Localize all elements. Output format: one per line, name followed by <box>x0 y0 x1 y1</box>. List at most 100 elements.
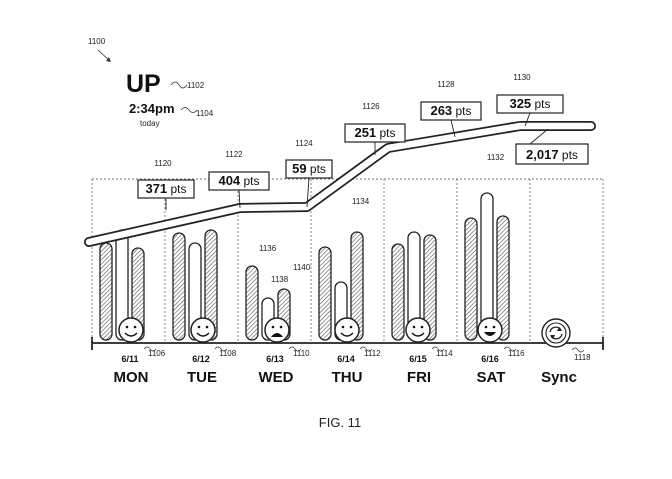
day-ref-leader <box>143 346 157 352</box>
callout-ref: 1126 <box>362 102 380 111</box>
day-ref-label: 1108 <box>219 349 237 358</box>
face-mouth <box>271 333 283 337</box>
face-eye <box>484 325 488 329</box>
day-date-label: 6/13 <box>266 354 284 364</box>
face-mouth <box>484 332 496 336</box>
callout-box <box>496 94 564 114</box>
day-name-label: WED <box>259 369 294 386</box>
callout-ref: 1128 <box>437 80 455 89</box>
sync-button[interactable]: Sync 1118 <box>541 318 591 386</box>
callout-points: 371 pts <box>145 181 186 196</box>
face-outline <box>405 317 431 343</box>
callout-pointer <box>238 189 241 209</box>
callout-ref: 1122 <box>225 150 243 159</box>
activity-bar <box>188 242 202 341</box>
callout-box <box>137 179 195 199</box>
day-name-label: MON <box>114 369 149 386</box>
face-eye <box>197 325 201 329</box>
day-name-label: THU <box>332 369 363 386</box>
sync-arrowhead <box>557 327 562 331</box>
time-subtitle: today <box>140 119 160 128</box>
total-points-callout: 2,017 pts 1132 <box>487 128 589 165</box>
points-callout: 59 pts 1124 <box>285 139 333 208</box>
face-mouth <box>411 332 425 337</box>
face-eye <box>492 325 496 329</box>
callout-box <box>285 159 333 179</box>
time-leader <box>180 107 198 113</box>
callout-points: 59 pts <box>292 161 326 176</box>
day-ref-label: 1106 <box>148 349 166 358</box>
mood-face-icon <box>405 317 431 343</box>
callout-box <box>420 101 482 121</box>
mood-face-icon <box>118 317 144 343</box>
activity-bar <box>172 232 186 341</box>
callout-points: 263 pts <box>430 103 471 118</box>
day-date-label: 6/14 <box>337 354 355 364</box>
face-eye <box>420 325 424 329</box>
total-box <box>515 143 589 165</box>
sync-arrowhead <box>550 335 555 339</box>
sync-icon[interactable] <box>541 318 571 348</box>
day-date-label: 6/12 <box>192 354 210 364</box>
mood-face-icon <box>190 317 216 343</box>
figure-ref-arrowhead <box>106 57 111 62</box>
face-eye <box>349 325 353 329</box>
activity-bar <box>464 217 478 341</box>
activity-bar <box>245 265 259 341</box>
callout-ref: 1130 <box>513 73 531 82</box>
chart-frame <box>91 178 604 350</box>
face-eye <box>341 325 345 329</box>
day-name-label: TUE <box>187 369 217 386</box>
face-mouth <box>124 332 138 337</box>
face-eye <box>133 325 137 329</box>
activity-bar <box>423 234 437 341</box>
day-name-label: FRI <box>407 369 431 386</box>
points-callout: 325 pts 1130 <box>496 73 564 127</box>
callout-ref: 1124 <box>295 139 313 148</box>
face-eye <box>271 325 275 329</box>
callout-box <box>344 123 406 143</box>
day-ref-leader <box>288 346 302 352</box>
callout-pointer <box>450 119 456 138</box>
sync-ref-leader <box>571 347 585 353</box>
figure-ref: 1100 <box>88 37 106 46</box>
face-outline <box>190 317 216 343</box>
total-points: 2,017 pts <box>526 147 578 162</box>
activity-bar <box>496 215 510 341</box>
day-labels: 6/11MON11066/12TUE11086/13WED11106/14THU… <box>114 346 525 386</box>
day-date-label: 6/16 <box>481 354 499 364</box>
callout-pointer <box>524 112 531 127</box>
trend-line-ref: 1134 <box>352 197 370 206</box>
sync-ref: 1118 <box>574 353 591 362</box>
callout-points: 251 pts <box>354 125 395 140</box>
total-ref: 1132 <box>487 153 505 162</box>
bar-ref-label: 1136 <box>259 244 277 253</box>
activity-bar <box>391 243 405 341</box>
current-time: 2:34pm <box>129 101 175 116</box>
face-eye <box>412 325 416 329</box>
mood-face-icon <box>264 317 290 343</box>
sync-label[interactable]: Sync <box>541 369 577 386</box>
figure-caption: FIG. 11 <box>319 415 361 430</box>
day-name-label: SAT <box>477 369 506 386</box>
bar-ref-label: 1138 <box>271 275 289 284</box>
total-pointer <box>529 128 549 145</box>
trend-line-fill <box>85 122 595 246</box>
face-mouth <box>196 332 210 337</box>
title-leader <box>170 81 188 89</box>
face-eye <box>125 325 129 329</box>
face-mouth <box>340 332 354 337</box>
mood-face-icon <box>477 317 503 343</box>
day-ref-label: 1112 <box>364 349 381 358</box>
callout-points: 325 pts <box>509 96 550 111</box>
day-ref-leader <box>503 346 517 352</box>
points-callout: 263 pts 1128 <box>420 80 482 138</box>
face-outline <box>118 317 144 343</box>
points-callout: 371 pts 1120 <box>137 159 195 210</box>
callout-ref: 1120 <box>154 159 172 168</box>
activity-bar <box>350 231 364 341</box>
face-outline <box>477 317 503 343</box>
